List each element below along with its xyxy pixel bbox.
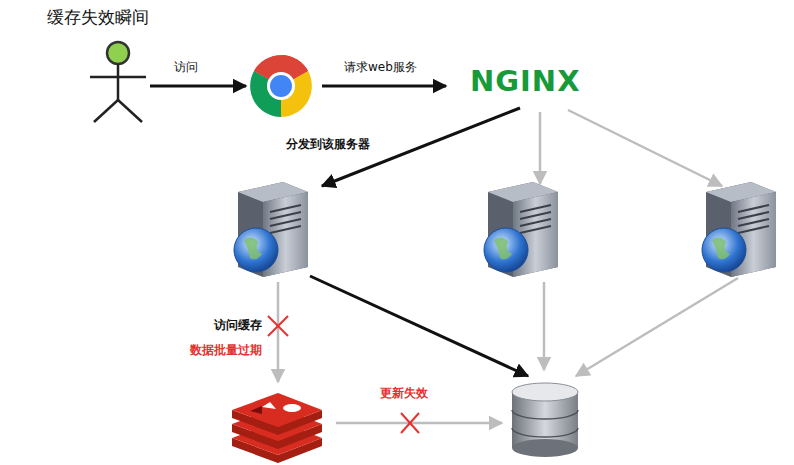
- arrow: [543, 282, 546, 370]
- status-label: 数据批量过期: [190, 343, 262, 357]
- arrow-label: 分发到该服务器: [286, 137, 370, 151]
- database-icon: [512, 383, 578, 457]
- arrow: [539, 112, 542, 184]
- server-icon: [702, 182, 776, 277]
- arrow: [568, 110, 722, 186]
- arrow: [150, 85, 246, 88]
- arrow: [336, 422, 502, 425]
- nginx-logo: NGINX: [470, 64, 581, 99]
- arrow: [277, 282, 280, 382]
- arrow: [322, 85, 446, 88]
- browser-icon: [250, 55, 312, 117]
- user-figure: [90, 42, 146, 122]
- arrow: [576, 278, 738, 376]
- title: 缓存失效瞬间: [47, 7, 149, 27]
- server-icon: [484, 182, 558, 277]
- status-label: 更新失效: [380, 386, 428, 400]
- arrow-label: 访问缓存: [214, 318, 262, 332]
- arrow-label: 访问: [174, 60, 198, 74]
- fail-cross: [268, 316, 288, 336]
- arrow-label: 请求web服务: [344, 60, 417, 74]
- arrow: [310, 276, 528, 376]
- redis-icon: [232, 393, 322, 463]
- server-icon: [234, 182, 308, 277]
- fail-cross: [401, 413, 419, 433]
